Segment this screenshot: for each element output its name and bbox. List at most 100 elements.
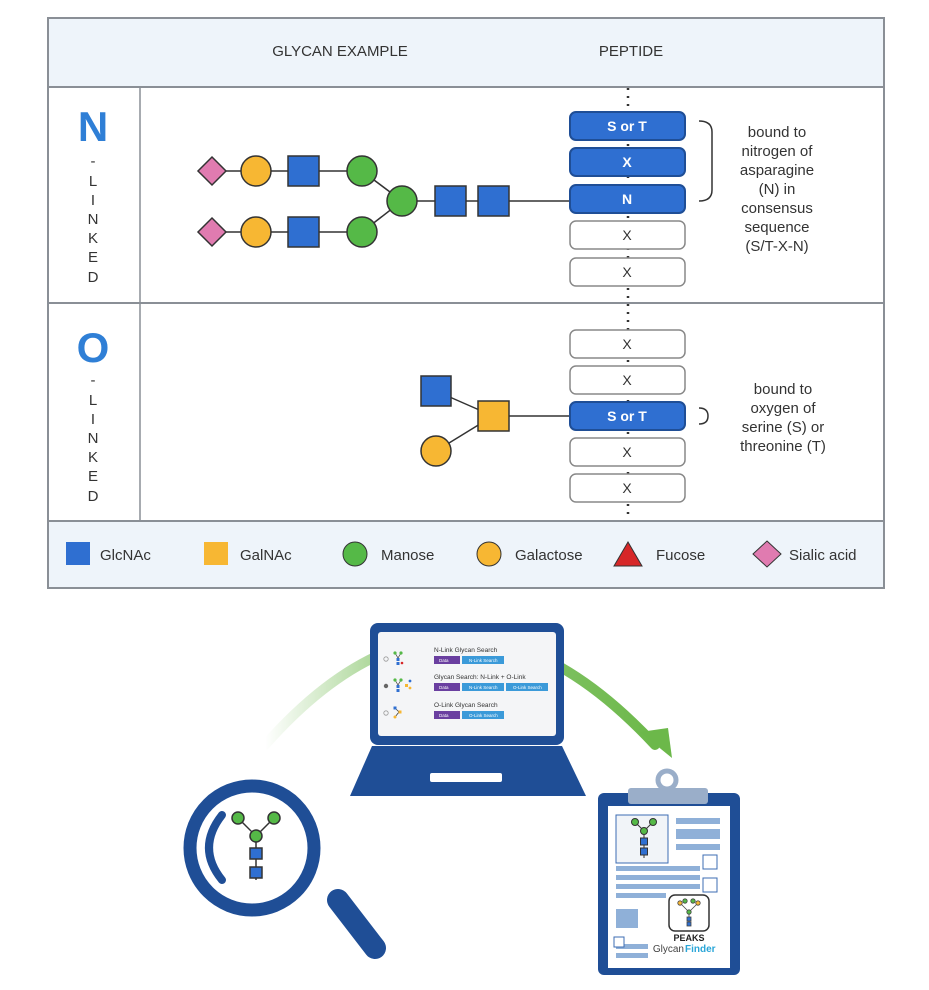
menu-item-title: Glycan Search: N-Link + O-Link <box>434 674 526 681</box>
o-bracket <box>698 407 709 425</box>
o-linked-side-label: - L I N K E D <box>88 372 99 505</box>
legend-label: Fucose <box>656 547 705 564</box>
magnifier-handle <box>327 889 386 959</box>
peptide-residue-box <box>569 257 686 287</box>
glycan-icon <box>231 811 281 880</box>
radio-icon[interactable] <box>383 683 389 689</box>
header-peptide: PEPTIDE <box>599 43 663 60</box>
note-line: bound to <box>748 124 806 141</box>
menu-item[interactable]: N-Link Glycan Search Data N-Link Search <box>383 647 504 665</box>
n-side-letter: I <box>91 192 95 209</box>
o-side-letter: E <box>88 468 98 485</box>
glcnac-icon <box>434 185 467 217</box>
mini-glycan-icon <box>393 706 402 719</box>
note-line: consensus <box>741 200 813 217</box>
peptide-residue-box <box>569 473 686 503</box>
mannose-icon <box>346 216 378 248</box>
note-line: (S/T-X-N) <box>745 238 808 255</box>
peptide-residue-box <box>569 401 686 431</box>
galactose-icon <box>240 216 272 248</box>
o-peptide: X X S or T X X <box>569 329 686 503</box>
legend-label: GlcNAc <box>100 547 151 564</box>
glcnac-icon <box>287 155 320 187</box>
peptide-residue-label: S or T <box>607 118 647 134</box>
legend-label: GalNAc <box>240 547 292 564</box>
galnac-icon <box>477 400 510 432</box>
peptide-residue-label: S or T <box>607 408 647 424</box>
n-side-letter: - <box>91 153 96 170</box>
peptide-residue-label: X <box>622 264 632 280</box>
clipboard-clip <box>628 788 708 804</box>
note-line: serine (S) or <box>742 419 825 436</box>
o-side-letter: L <box>89 392 97 409</box>
menu-item-title: N-Link Glycan Search <box>434 647 498 654</box>
peptide-residue-box <box>569 365 686 395</box>
search-button-label: O-Link Search <box>513 685 542 690</box>
mannose-icon <box>346 155 378 187</box>
data-tag-label: Data <box>439 713 449 718</box>
laptop-menu: N-Link Glycan Search Data N-Link Search <box>383 647 548 719</box>
checkbox-icon <box>613 936 625 948</box>
peaks-glycanfinder-logo: PEAKS Glycan Finder <box>653 894 716 955</box>
sialic-acid-icon <box>196 155 228 187</box>
peptide-residue-label: X <box>622 154 632 170</box>
report-lines <box>616 818 720 958</box>
radio-icon[interactable] <box>383 710 389 716</box>
data-tag <box>434 683 460 691</box>
glcnac-legend-icon <box>66 542 90 565</box>
peptide-residue-label: X <box>622 336 632 352</box>
peptide-residue-label: X <box>622 480 632 496</box>
arrow-head-icon <box>640 728 672 758</box>
search-button-label: N-Link Search <box>469 685 498 690</box>
legend-label: Sialic acid <box>789 547 857 564</box>
peptide-residue-box <box>569 147 686 177</box>
menu-item[interactable]: O-Link Glycan Search Data O-Link Search <box>383 702 504 719</box>
peptide-residue-box <box>569 437 686 467</box>
glcnac-icon <box>287 216 320 248</box>
note-line: asparagine <box>740 162 814 179</box>
menu-item[interactable]: Glycan Search: N-Link + O-Link Data N-Li… <box>383 674 548 692</box>
n-linked-note: bound to nitrogen of asparagine (N) in c… <box>740 124 814 255</box>
note-line: oxygen of <box>750 400 816 417</box>
search-button[interactable] <box>506 683 548 691</box>
glcnac-icon <box>420 375 452 407</box>
menu-item-title: O-Link Glycan Search <box>434 702 498 709</box>
logo-glycan-text: Glycan <box>653 944 684 955</box>
mannose-icon <box>386 185 418 217</box>
n-side-letter: N <box>88 211 99 228</box>
peptide-residue-label: X <box>622 444 632 460</box>
laptop-icon: N-Link Glycan Search Data N-Link Search <box>350 623 586 796</box>
n-bracket <box>698 120 713 202</box>
n-linked-letter: N <box>78 103 108 150</box>
magnifying-glass-icon <box>183 779 386 959</box>
galnac-legend-icon <box>204 542 228 565</box>
note-line: bound to <box>754 381 812 398</box>
mini-glycan-icon <box>393 678 412 692</box>
legend-band <box>49 522 883 587</box>
note-line: sequence <box>744 219 809 236</box>
laptop-base <box>350 746 586 796</box>
header-glycan-example: GLYCAN EXAMPLE <box>272 43 408 60</box>
mannose-legend-icon <box>342 541 368 567</box>
search-button[interactable] <box>462 656 504 664</box>
data-tag <box>434 711 460 719</box>
search-button[interactable] <box>462 683 504 691</box>
legend-label: Manose <box>381 547 434 564</box>
n-peptide: S or T X N X X <box>569 111 686 287</box>
n-side-letter: E <box>88 249 98 266</box>
note-line: nitrogen of <box>742 143 814 160</box>
o-linked-note: bound to oxygen of serine (S) or threoni… <box>740 381 826 455</box>
laptop-trackpad <box>430 773 502 782</box>
radio-icon[interactable] <box>383 656 389 662</box>
workflow-illustration: N-Link Glycan Search Data N-Link Search <box>183 623 740 975</box>
search-button[interactable] <box>462 711 504 719</box>
data-tag <box>434 656 460 664</box>
data-tag-label: Data <box>439 685 449 690</box>
o-side-letter: D <box>88 488 99 505</box>
data-tag-label: Data <box>439 658 449 663</box>
o-side-letter: - <box>91 372 96 389</box>
galactose-icon <box>420 435 452 467</box>
galactose-legend-icon <box>476 541 502 567</box>
clipboard-icon: PEAKS Glycan Finder <box>598 768 740 975</box>
